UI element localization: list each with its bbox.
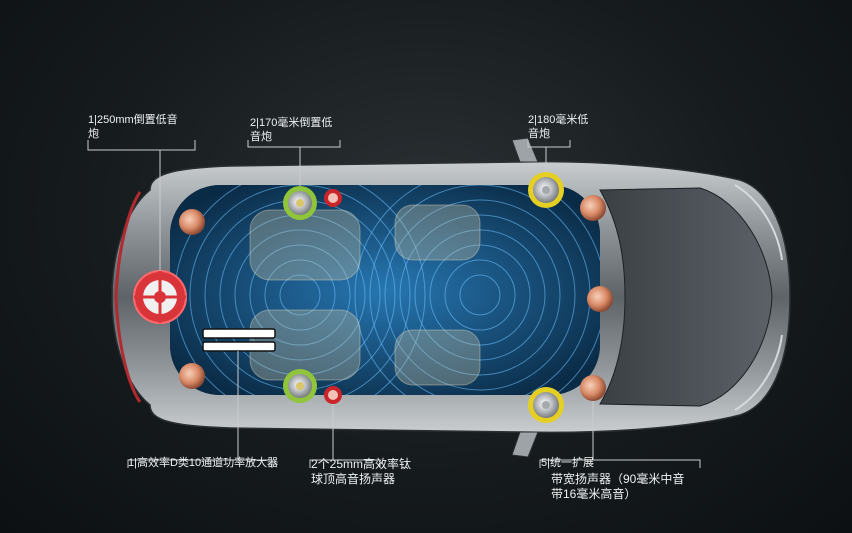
cabin-sound-waves xyxy=(170,185,600,395)
label-woofer-180: 2|180毫米低 音炮 xyxy=(528,114,589,140)
callout-lines xyxy=(87,140,701,468)
label-tweeter: 2个25mm高效率钛 球顶高音扬声器 xyxy=(311,457,412,486)
fullrange-speaker-icon xyxy=(179,195,613,401)
label-subwoofer-250: 1|250mm倒置低音 炮 xyxy=(88,114,178,140)
woofer-180-icon xyxy=(528,172,564,423)
label-amplifier: 1|高效率D类10通道功率放大器 xyxy=(128,457,279,469)
woofer-170-icon xyxy=(283,186,317,403)
amplifier-icon xyxy=(202,328,276,352)
label-fullrange: 带宽扬声器（90毫米中音 带16毫米高音） xyxy=(551,472,685,501)
label-extension: 5|统一扩展 xyxy=(541,457,594,469)
subwoofer-250-icon xyxy=(133,270,187,324)
label-woofer-170: 2|170毫米倒置低 音炮 xyxy=(250,117,333,143)
tweeter-icon xyxy=(324,189,342,404)
